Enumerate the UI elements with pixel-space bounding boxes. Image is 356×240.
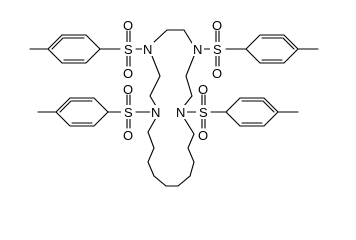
tosyl-group-lower-right [185, 94, 299, 129]
ethylene-bridge-top [152, 29, 193, 44]
oxygen-atom: O [198, 128, 208, 143]
sulfur-atom-lower-left: S [124, 105, 133, 120]
nitrogen-atom-upper-right: N [193, 42, 202, 57]
molecule-diagram: N N N N S S S S O O O O O O O O [29, 18, 319, 187]
macrocycle-ring [147, 29, 195, 187]
sulfur-atom-lower-right: S [199, 105, 208, 120]
oxygen-atom: O [123, 128, 133, 143]
nitrogen-atom-lower-right: N [176, 105, 185, 120]
oxygen-atom: O [123, 18, 133, 33]
aromatic-double-bond [51, 37, 64, 50]
aromatic-double-bond [59, 100, 72, 113]
nitrogen-atom-upper-left: N [143, 42, 152, 57]
tosyl-group-upper-left [29, 30, 143, 67]
oxygen-atom: O [212, 18, 222, 33]
oxygen-atom: O [212, 66, 222, 81]
benzene-ring [55, 97, 109, 127]
benzene-ring [225, 97, 279, 127]
nitrogen-atom-lower-left: N [151, 105, 160, 120]
benzene-ring [245, 34, 299, 64]
polymethylene-chain [147, 117, 195, 187]
sulfur-atom-upper-left: S [124, 42, 133, 57]
ethylene-link-left [149, 55, 161, 107]
oxygen-atom: O [198, 82, 208, 97]
structure-canvas: N N N N S S S S O O O O O O O O [29, 18, 319, 187]
sulfur-atom-upper-right: S [213, 42, 222, 57]
aromatic-double-bond [282, 37, 295, 50]
aromatic-double-bond [262, 100, 275, 113]
atom-labels: N N N N S S S S O O O O O O O O [121, 18, 224, 143]
oxygen-atom: O [123, 66, 133, 81]
oxygen-atom: O [123, 82, 133, 97]
tosyl-group-lower-left [37, 94, 151, 129]
benzene-ring [47, 34, 101, 64]
ethylene-link-right [183, 55, 195, 107]
